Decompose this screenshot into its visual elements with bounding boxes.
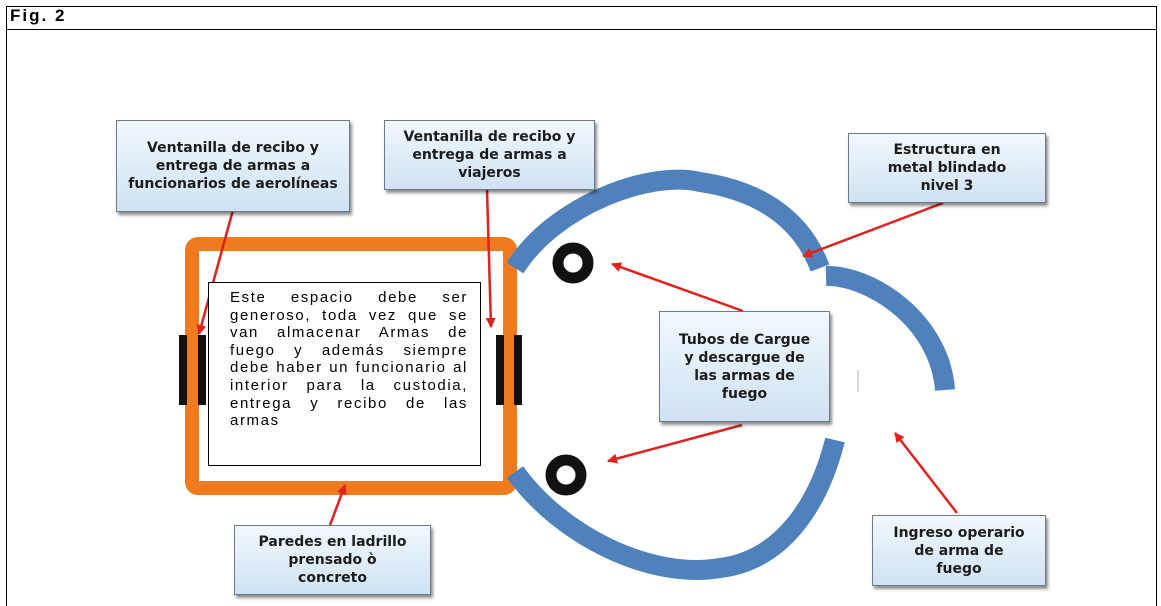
room-note: Este espacio debe ser generoso, toda vez… [208,282,481,466]
figure-label: Fig. 2 [10,6,67,25]
callout-armored-structure: Estructura en metal blindado nivel 3 [848,133,1046,203]
callout-traveler-window: Ventanilla de recibo y entrega de armas … [384,120,595,190]
traveler-window-right [514,335,522,405]
arrow-armored-structure [802,201,944,258]
brick-wall-room [185,237,517,495]
arrow-tube-bottom [607,423,743,464]
arrow-brick-walls [328,484,347,526]
callout-brick-walls: Paredes en ladrillo prensado ò concreto [234,525,431,595]
arrow-airline-window [196,209,235,335]
armor-arc-top [506,169,830,274]
arrow-tube-top [611,262,744,313]
airline-window-left [179,335,187,405]
callout-operator-entry: Ingreso operario de arma de fuego [872,515,1046,586]
figure-header [6,6,1157,30]
arrow-operator-entry [894,432,958,514]
armor-arc-right [825,265,955,392]
arrow-traveler-window [485,189,496,328]
airline-window-right [198,335,206,405]
loading-tube-top [552,242,594,284]
callout-loading-tubes: Tubos de Cargue y descargue de las armas… [659,311,830,422]
traveler-window-left [496,335,504,405]
armor-arc-bottom [506,437,845,580]
loading-tube-bottom [545,454,587,496]
figure-frame [6,6,1157,606]
callout-airline-window: Ventanilla de recibo y entrega de armas … [116,120,350,212]
